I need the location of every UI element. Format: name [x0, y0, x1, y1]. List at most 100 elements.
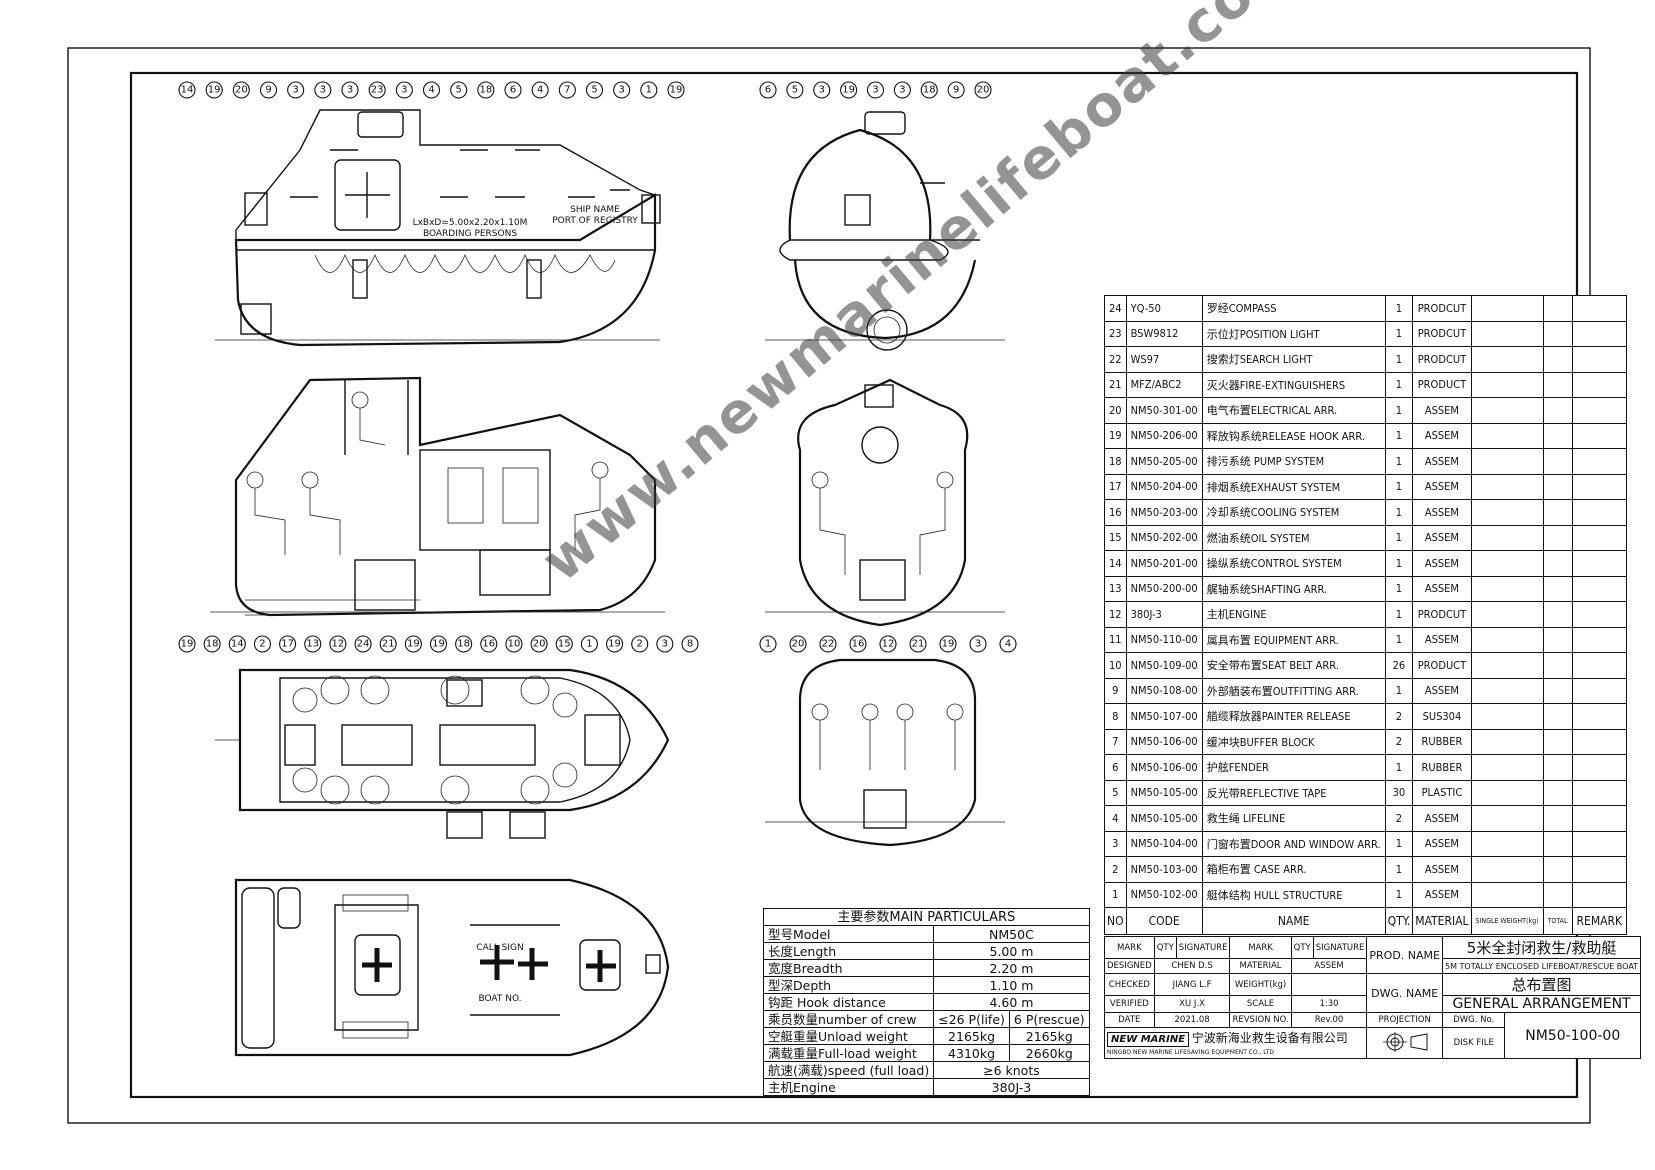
bom-cell-single-weight [1470, 346, 1544, 373]
bom-cell-material: ASSEM [1412, 881, 1472, 908]
balloon-number: 7 [564, 85, 570, 96]
bom-cell-code: NM50-204-00 [1125, 473, 1203, 500]
bom-header-row: NO CODE NAME QTY. MATERIAL SINGLE WEIGHT… [1104, 907, 1628, 935]
bom-cell-code: NM50-301-00 [1125, 397, 1203, 424]
bom-cell-remark [1571, 677, 1628, 704]
bom-header-remark: REMARK [1571, 907, 1628, 935]
bom-cell-remark [1571, 830, 1628, 857]
part-balloon: 18 [477, 81, 495, 99]
balloon-circle [203, 635, 221, 653]
bom-cell-total-weight [1542, 295, 1573, 322]
bom-cell-qty: 1 [1384, 550, 1414, 577]
balloon-number: 21 [382, 639, 395, 650]
transverse-section-view [765, 378, 1005, 627]
roof-top-view [234, 878, 670, 1057]
part-balloon: 19 [205, 81, 223, 99]
bom-cell-code: NM50-102-00 [1125, 881, 1203, 908]
bom-cell-remark [1571, 881, 1628, 908]
balloon-circle [455, 635, 473, 653]
bom-cell-no: 3 [1104, 830, 1127, 857]
bom-cell-remark [1571, 575, 1628, 602]
bom-cell-material: ASSEM [1412, 856, 1472, 883]
bom-cell-name: 示位灯POSITION LIGHT [1201, 320, 1386, 347]
balloon-circle [178, 635, 196, 653]
balloon-circle [819, 635, 837, 653]
bom-cell-name: 操纵系统CONTROL SYSTEM [1201, 550, 1386, 577]
bom-cell-name: 外部舾装布置OUTFITTING ARR. [1201, 677, 1386, 704]
dwg-no-label: DWG. No. [1441, 1012, 1506, 1028]
part-balloon: 19 [605, 635, 624, 653]
bom-cell-total-weight [1542, 881, 1573, 908]
bom-cell-name: 救生绳 LIFELINE [1201, 805, 1386, 832]
bom-cell-qty: 1 [1384, 524, 1414, 551]
bom-cell-remark [1571, 703, 1628, 730]
part-balloon: 20 [232, 81, 250, 99]
bom-cell-code: NM50-104-00 [1125, 830, 1203, 857]
part-balloon: 21 [909, 635, 927, 653]
bom-cell-single-weight [1470, 805, 1544, 832]
bom-cell-single-weight [1470, 524, 1544, 551]
tb-header: QTY [1153, 936, 1177, 959]
scale-value: 1:30 [1290, 995, 1368, 1013]
part-balloon: 3 [813, 81, 831, 99]
side-door [334, 159, 401, 231]
bom-cell-code: NM50-106-00 [1125, 754, 1203, 781]
bom-cell-material: RUBBER [1412, 728, 1472, 755]
balloon-circle [505, 635, 523, 653]
part-balloon: 17 [279, 635, 297, 653]
propeller-guard [866, 309, 908, 351]
balloon-number: 21 [912, 639, 925, 650]
part-balloon: 4 [999, 635, 1017, 653]
dwg-name-label: DWG. NAME [1366, 973, 1443, 1013]
part-balloon: 1 [640, 81, 658, 99]
bom-cell-single-weight [1470, 601, 1544, 628]
tb-header: MARK [1229, 936, 1292, 959]
hull-dimension-label: LxBxD=5.00x2.20x1.10M [412, 218, 528, 228]
balloon-number: 1 [765, 639, 771, 650]
air-vent [241, 887, 275, 1049]
balloon-circle [656, 635, 674, 653]
bom-cell-qty: 1 [1384, 601, 1414, 628]
bom-cell-qty: 1 [1384, 295, 1414, 322]
bom-cell-total-weight [1542, 805, 1573, 832]
balloon-circle [354, 635, 372, 653]
bom-cell-remark [1571, 473, 1628, 500]
balloon-circle [866, 81, 885, 99]
bom-cell-no: 9 [1104, 677, 1127, 704]
part-balloon: 4 [422, 81, 441, 99]
bom-cell-remark [1571, 448, 1628, 475]
balloon-number: 3 [347, 85, 353, 96]
part-balloon: 9 [259, 81, 278, 99]
part-balloon: 3 [395, 81, 413, 99]
bom-cell-no: 13 [1104, 575, 1127, 602]
bom-cell-single-weight [1470, 677, 1544, 704]
bom-cell-code: NM50-205-00 [1125, 448, 1203, 475]
bom-cell-qty: 2 [1384, 703, 1414, 730]
balloon-number: 5 [455, 85, 461, 96]
part-balloon: 3 [341, 81, 359, 99]
part-balloon: 19 [178, 635, 196, 653]
bom-cell-total-weight [1542, 320, 1573, 347]
particular-value-rescue: 6 P(rescue) [1008, 1010, 1090, 1028]
balloon-circle [640, 81, 658, 99]
date-label: DATE [1104, 1012, 1155, 1028]
bom-cell-qty: 26 [1384, 652, 1414, 679]
bom-header-qty: QTY. [1384, 907, 1414, 935]
balloon-number: 1 [646, 85, 652, 96]
balloon-circle [974, 81, 992, 99]
bom-cell-no: 17 [1104, 473, 1127, 500]
designed-label: DESIGNED [1104, 958, 1155, 974]
balloon-circle [178, 81, 196, 99]
bom-cell-code: MFZ/ABC2 [1125, 371, 1203, 398]
company-name-en: NINGBO NEW MARINE LIFESAVING EQUIPMENT C… [1107, 1049, 1274, 1056]
bom-cell-single-weight [1470, 626, 1544, 653]
bom-cell-material: ASSEM [1412, 830, 1472, 857]
bom-cell-no: 2 [1104, 856, 1127, 883]
projection-label: PROJECTION [1366, 1012, 1443, 1028]
